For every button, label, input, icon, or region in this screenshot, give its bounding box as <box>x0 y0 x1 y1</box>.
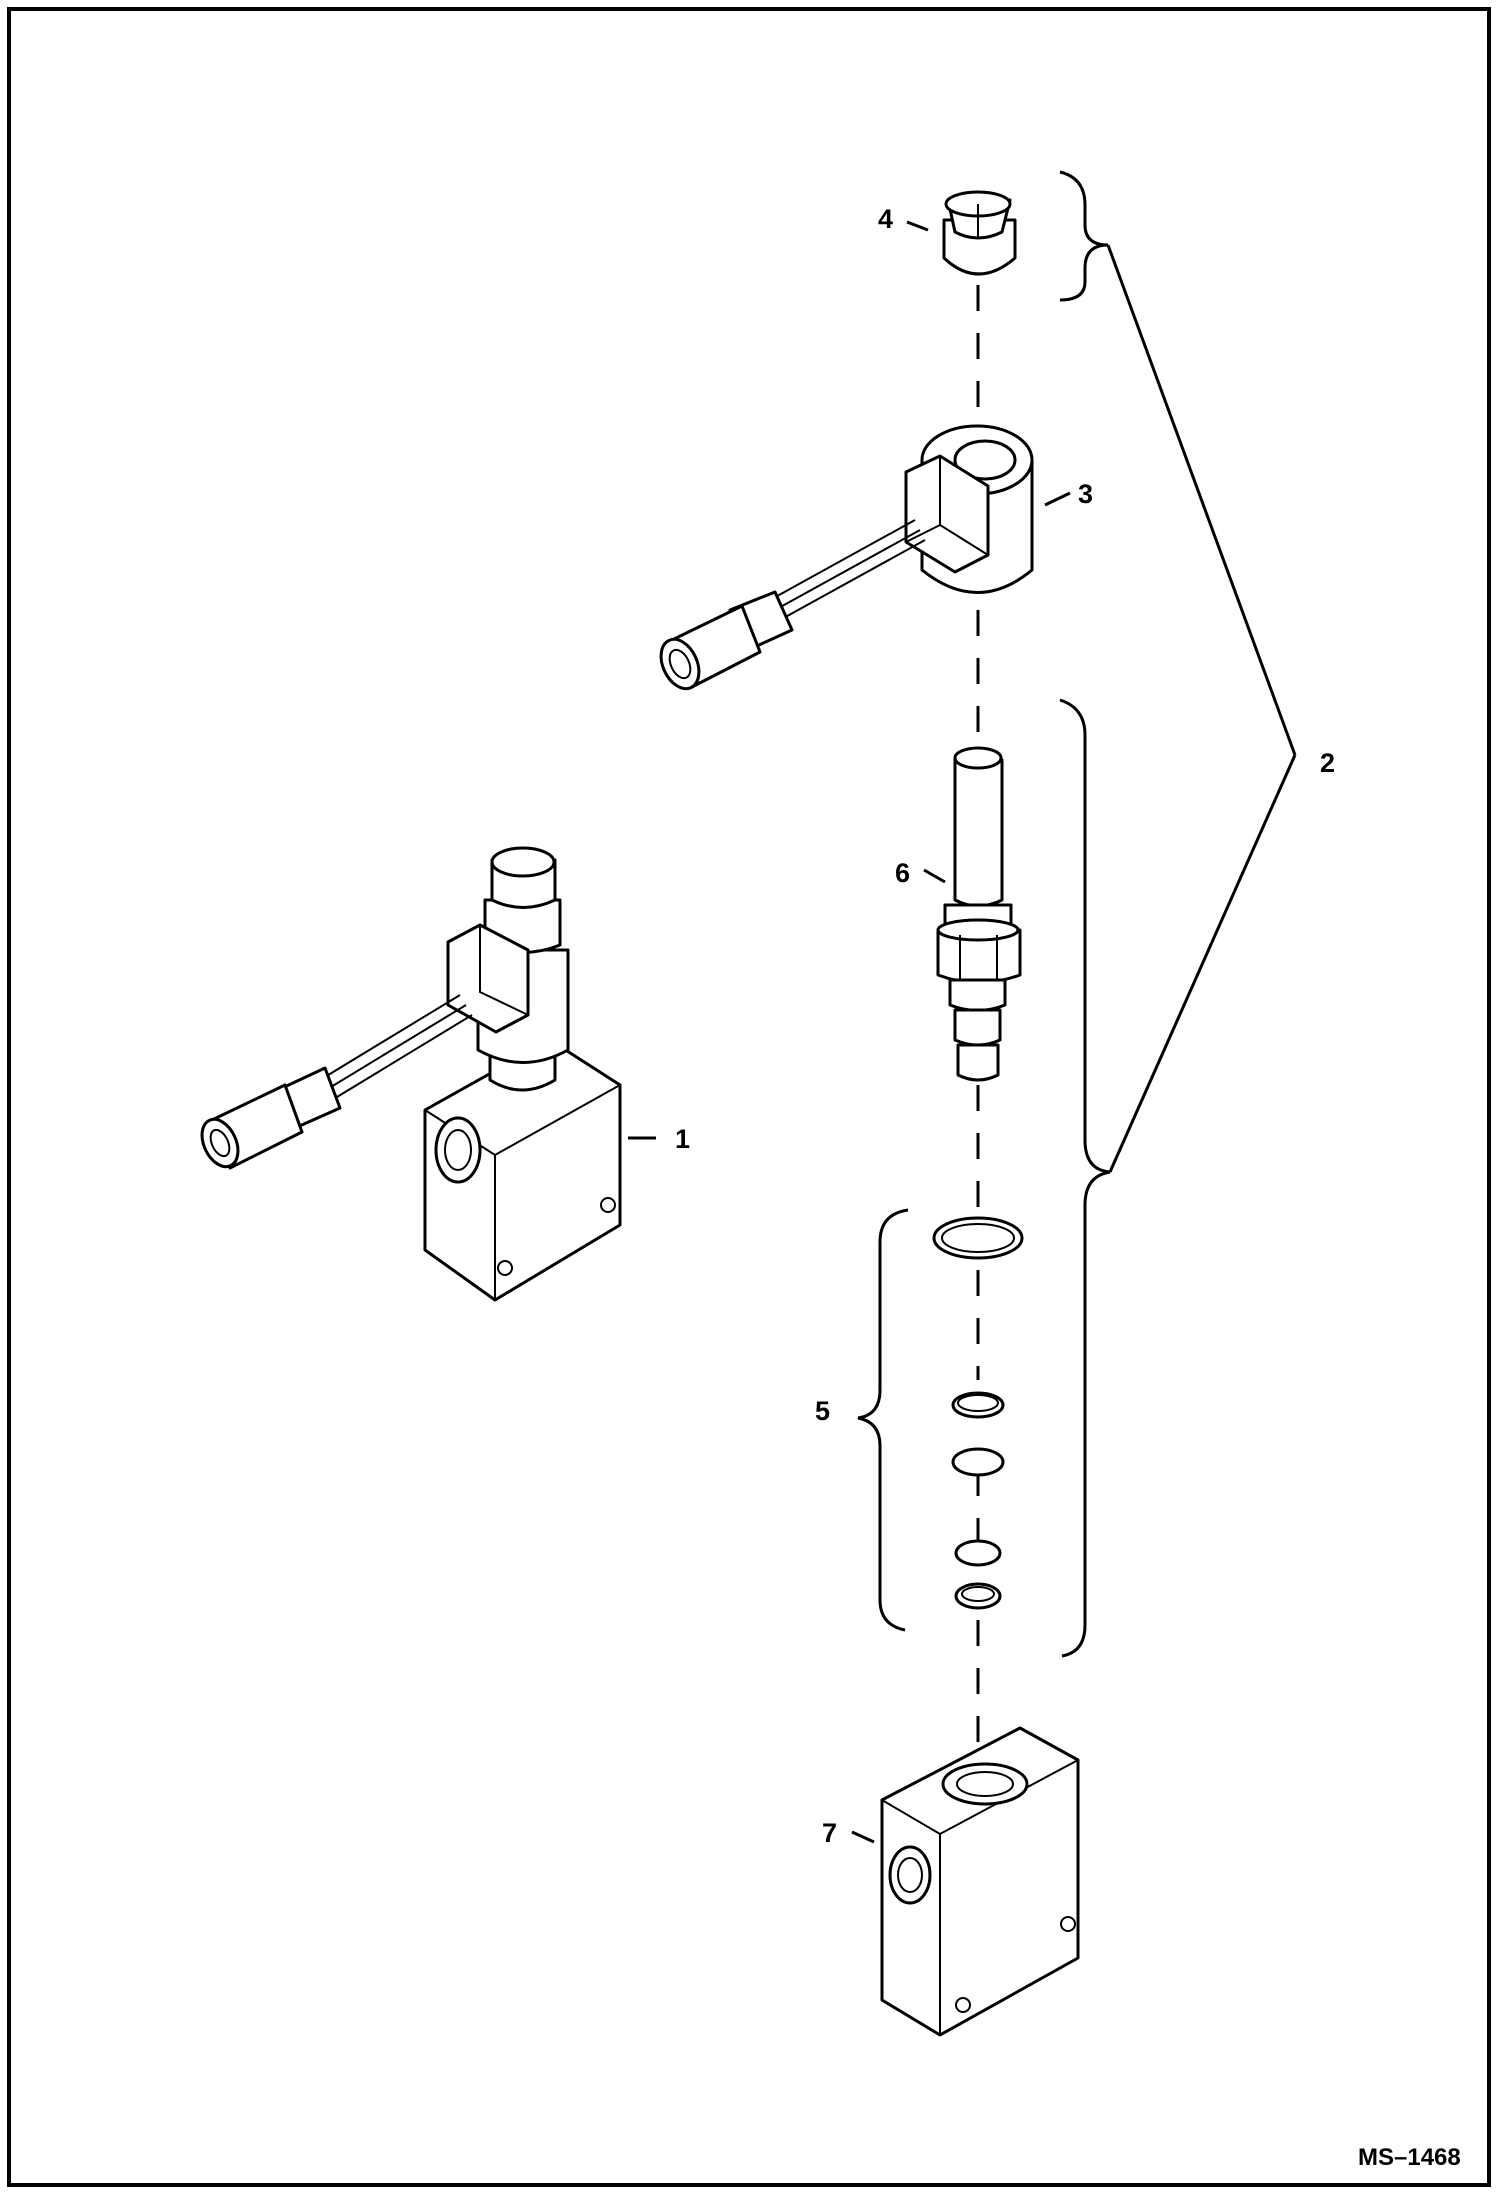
assembly-2-leaders <box>1106 244 1297 1173</box>
valve-assembly-part-1 <box>200 846 622 1302</box>
callout-1: 1 <box>675 1124 690 1154</box>
cap-nut-part-4 <box>942 190 1017 276</box>
cartridge-stem-part-6 <box>936 746 1022 1082</box>
callout-4: 4 <box>878 204 893 234</box>
callout-leaders <box>628 220 1071 1844</box>
manifold-block-part-7 <box>880 1726 1080 2037</box>
callout-3: 3 <box>1078 479 1093 509</box>
solenoid-coil-part-3 <box>659 424 1034 691</box>
callout-7: 7 <box>822 1818 837 1848</box>
figure-code: MS–1468 <box>1358 2144 1461 2171</box>
callout-6: 6 <box>895 858 910 888</box>
page-border <box>7 7 1491 2187</box>
callout-5: 5 <box>815 1396 830 1426</box>
callout-2: 2 <box>1320 748 1335 778</box>
seal-kit-part-5 <box>932 1216 1024 1610</box>
